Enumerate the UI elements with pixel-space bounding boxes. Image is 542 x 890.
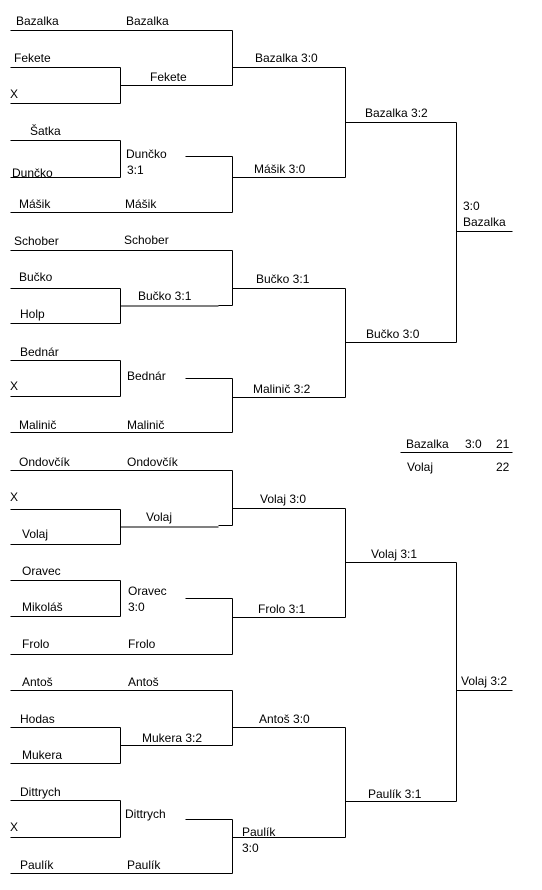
semi-top-winner: Bazalka — [463, 215, 506, 229]
r4-slot-3: Volaj 3:1 — [371, 547, 418, 561]
r1-slot-17: Mikoláš — [22, 600, 63, 614]
r2-slot-11b: 3:0 — [128, 600, 145, 614]
r4-slot-4: Paulík 3:1 — [368, 787, 422, 801]
r1-slot-7: Schober — [14, 234, 59, 248]
final-player-2: Volaj — [407, 460, 434, 474]
r2-slot-7: Bednár — [127, 369, 166, 383]
r2-slot-1: Bazalka — [126, 14, 169, 28]
r1-slot-12: Malinič — [19, 418, 57, 432]
r2-slot-9: Ondovčík — [127, 455, 178, 469]
semi-top-score: 3:0 — [463, 199, 480, 213]
r3-slot-8b: 3:0 — [242, 841, 259, 855]
r1-slot-8: Bučko — [19, 270, 53, 284]
r1-slot-23: X — [10, 820, 19, 834]
r3-slot-5: Volaj 3:0 — [260, 492, 307, 506]
r2-slot-6: Bučko 3:1 — [138, 289, 192, 303]
final-player-1: Bazalka — [406, 437, 449, 451]
r1-slot-11: X — [10, 379, 19, 393]
r3-slot-4: Malinič 3:2 — [253, 382, 311, 396]
r2-slot-10: Volaj — [146, 510, 173, 524]
r1-slot-10: Bednár — [20, 345, 59, 359]
r1-slot-9: Holp — [20, 307, 45, 321]
r3-slot-8: Paulík — [242, 825, 276, 839]
r2-slot-8: Malinič — [127, 418, 165, 432]
r1-slot-5: Dunčko — [12, 166, 53, 180]
r2-slot-2: Fekete — [150, 70, 187, 84]
r1-slot-19: Antoš — [22, 675, 53, 689]
r2-slot-3b: 3:1 — [127, 163, 144, 177]
r1-slot-24: Paulík — [20, 858, 54, 872]
r3-slot-3: Bučko 3:1 — [256, 272, 310, 286]
r1-slot-14: X — [10, 490, 19, 504]
r1-slot-1: Bazalka — [16, 14, 59, 28]
r2-slot-12: Frolo — [128, 637, 156, 651]
r2-slot-13: Antoš — [128, 675, 159, 689]
r2-slot-16: Paulík — [127, 858, 161, 872]
r1-slot-21: Mukera — [22, 748, 63, 762]
r1-slot-2: Fekete — [14, 51, 51, 65]
r3-slot-1: Bazalka 3:0 — [255, 51, 318, 65]
r4-slot-2: Bučko 3:0 — [366, 327, 420, 341]
r2-slot-4: Mášik — [125, 197, 157, 211]
final-score: 3:0 — [465, 437, 482, 451]
r1-slot-4: Šatka — [30, 124, 61, 138]
r3-slot-7: Antoš 3:0 — [259, 712, 310, 726]
r1-slot-6: Mášik — [19, 197, 51, 211]
r2-slot-15: Dittrych — [125, 807, 166, 821]
r1-slot-20: Hodas — [20, 712, 55, 726]
r3-slot-2: Mášik 3:0 — [254, 162, 306, 176]
r1-slot-22: Dittrych — [20, 785, 61, 799]
r2-slot-11: Oravec — [128, 584, 167, 598]
r4-slot-1: Bazalka 3:2 — [365, 106, 428, 120]
r1-slot-16: Oravec — [22, 564, 61, 578]
r2-slot-3: Dunčko — [126, 147, 167, 161]
r3-slot-6: Frolo 3:1 — [258, 602, 306, 616]
r1-slot-18: Frolo — [22, 637, 50, 651]
final-number-2: 22 — [496, 460, 510, 474]
r2-slot-14: Mukera 3:2 — [142, 731, 203, 745]
final-number-1: 21 — [496, 437, 510, 451]
r1-slot-13: Ondovčík — [19, 455, 70, 469]
r2-slot-5: Schober — [124, 233, 169, 247]
r1-slot-3: X — [10, 87, 19, 101]
semi-bottom-winner: Volaj 3:2 — [461, 674, 508, 688]
r1-slot-15: Volaj — [22, 527, 49, 541]
